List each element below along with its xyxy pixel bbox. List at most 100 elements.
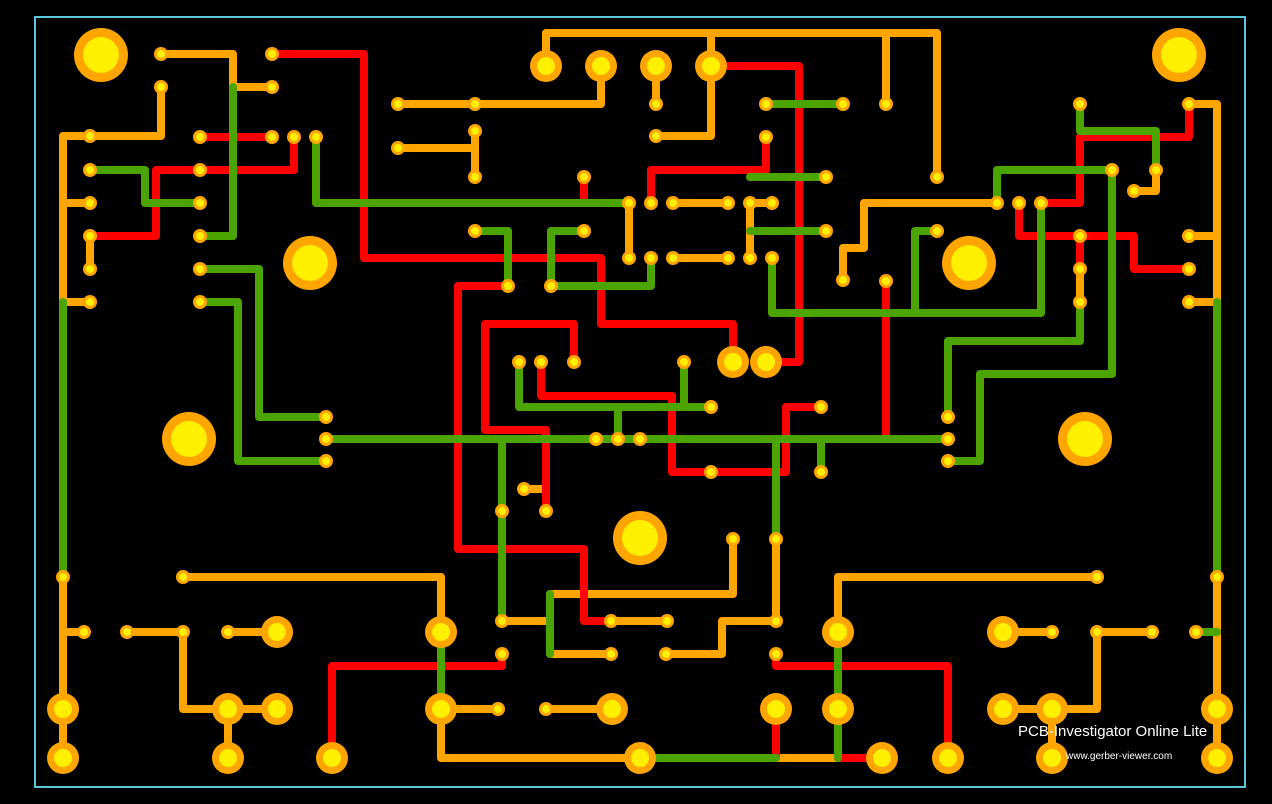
- mounting-holes: [74, 28, 1206, 565]
- via-hole: [680, 358, 688, 366]
- pad-hole: [323, 749, 341, 767]
- via-hole: [224, 628, 232, 636]
- pad-hole: [603, 700, 621, 718]
- via-hole: [729, 535, 737, 543]
- via-hole: [196, 133, 204, 141]
- via-hole: [1076, 232, 1084, 240]
- via-hole: [515, 358, 523, 366]
- via-hole: [707, 403, 715, 411]
- via-hole: [707, 468, 715, 476]
- via-hole: [123, 628, 131, 636]
- pad-hole: [939, 749, 957, 767]
- via-hole: [86, 199, 94, 207]
- via-hole: [933, 227, 941, 235]
- via-hole: [196, 199, 204, 207]
- pad-hole: [54, 749, 72, 767]
- small-pads: [56, 47, 1224, 716]
- via-hole: [746, 254, 754, 262]
- watermark-title: PCB-Investigator Online Lite: [1018, 723, 1208, 740]
- via-hole: [607, 650, 615, 658]
- via-hole: [944, 413, 952, 421]
- red-traces: [86, 50, 1193, 762]
- via-hole: [1185, 298, 1193, 306]
- via-hole: [471, 173, 479, 181]
- via-hole: [663, 617, 671, 625]
- via-hole: [59, 573, 67, 581]
- via-hole: [570, 358, 578, 366]
- via-hole: [839, 100, 847, 108]
- via-hole: [196, 166, 204, 174]
- via-hole: [542, 705, 550, 713]
- via-hole: [1076, 298, 1084, 306]
- pad-hole: [1208, 749, 1226, 767]
- via-hole: [312, 133, 320, 141]
- via-hole: [933, 173, 941, 181]
- pad-hole: [432, 623, 450, 641]
- via-hole: [944, 457, 952, 465]
- via-hole: [607, 617, 615, 625]
- via-hole: [322, 435, 330, 443]
- via-hole: [157, 50, 165, 58]
- pad-hole: [829, 700, 847, 718]
- via-hole: [817, 468, 825, 476]
- pad-hole: [829, 623, 847, 641]
- via-hole: [494, 705, 502, 713]
- via-hole: [669, 254, 677, 262]
- via-hole: [822, 173, 830, 181]
- via-hole: [471, 127, 479, 135]
- via-hole: [290, 133, 298, 141]
- pad-hole: [757, 353, 775, 371]
- via-hole: [724, 254, 732, 262]
- via-hole: [822, 227, 830, 235]
- via-hole: [498, 507, 506, 515]
- via-hole: [762, 100, 770, 108]
- large-pads: [47, 50, 1233, 774]
- via-hole: [993, 199, 1001, 207]
- pad-hole: [54, 700, 72, 718]
- pad-hole: [268, 700, 286, 718]
- pad-hole: [873, 749, 891, 767]
- via-hole: [322, 413, 330, 421]
- via-hole: [86, 265, 94, 273]
- via-hole: [772, 535, 780, 543]
- via-hole: [1015, 199, 1023, 207]
- via-hole: [498, 650, 506, 658]
- pad-hole: [592, 57, 610, 75]
- via-hole: [1076, 265, 1084, 273]
- via-hole: [1076, 100, 1084, 108]
- via-hole: [614, 435, 622, 443]
- via-hole: [1108, 166, 1116, 174]
- via-hole: [944, 435, 952, 443]
- via-hole: [498, 617, 506, 625]
- via-hole: [1185, 265, 1193, 273]
- via-hole: [80, 628, 88, 636]
- via-hole: [647, 199, 655, 207]
- via-hole: [179, 628, 187, 636]
- watermark-url: www.gerber-viewer.com: [1066, 751, 1173, 762]
- pad-hole: [1043, 749, 1061, 767]
- via-hole: [625, 199, 633, 207]
- pad-hole: [537, 57, 555, 75]
- pad-hole: [702, 57, 720, 75]
- via-hole: [839, 276, 847, 284]
- pad-hole: [219, 749, 237, 767]
- via-hole: [636, 435, 644, 443]
- pad-hole: [1043, 700, 1061, 718]
- via-hole: [268, 133, 276, 141]
- via-hole: [1148, 628, 1156, 636]
- pad-hole: [1208, 700, 1226, 718]
- pad-hole: [724, 353, 742, 371]
- via-hole: [86, 132, 94, 140]
- via-hole: [882, 277, 890, 285]
- via-hole: [268, 50, 276, 58]
- via-hole: [625, 254, 633, 262]
- via-hole: [882, 100, 890, 108]
- board-outline: [34, 16, 1246, 788]
- via-hole: [471, 100, 479, 108]
- via-hole: [394, 100, 402, 108]
- via-hole: [196, 298, 204, 306]
- via-hole: [537, 358, 545, 366]
- via-hole: [662, 650, 670, 658]
- via-hole: [268, 83, 276, 91]
